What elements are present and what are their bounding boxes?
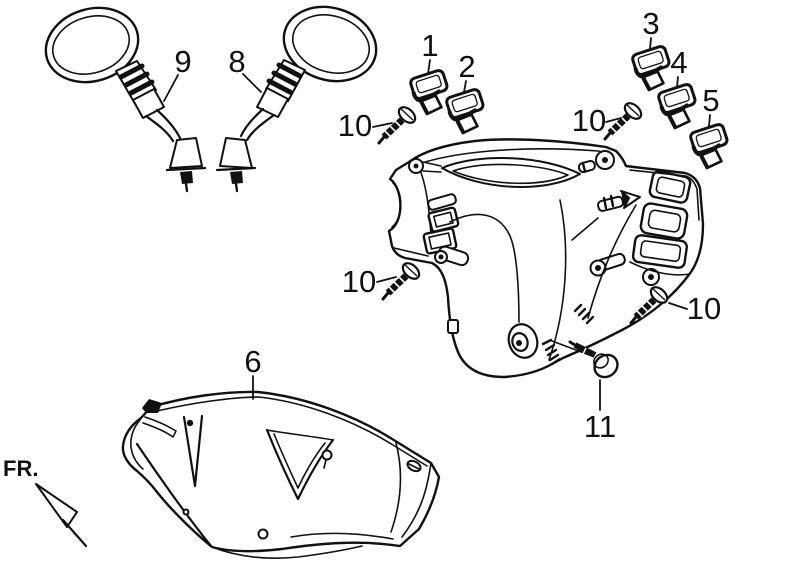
vent-groove-left bbox=[182, 414, 204, 488]
clip bbox=[427, 193, 457, 211]
screw-10-top-right bbox=[605, 100, 644, 139]
boss-cylinder bbox=[434, 245, 470, 267]
mirror-right-glass bbox=[292, 14, 370, 74]
ignition-hole bbox=[507, 323, 539, 359]
callout-label-10-mid-right: 10 bbox=[687, 291, 721, 326]
switch-button-5 bbox=[687, 121, 736, 172]
leader-lines bbox=[163, 37, 711, 411]
switch-hole-3 bbox=[631, 234, 688, 269]
screw-hole bbox=[257, 528, 269, 540]
callout-label-5: 5 bbox=[702, 83, 719, 118]
screw-hole bbox=[321, 449, 333, 461]
edge-tab bbox=[447, 319, 459, 334]
switch-button-1 bbox=[407, 67, 456, 118]
switch-button-4 bbox=[655, 81, 704, 132]
switch-hole-2 bbox=[639, 202, 689, 240]
switch-hole-1 bbox=[648, 170, 692, 204]
switch-button-3 bbox=[629, 43, 678, 94]
callout-label-9: 9 bbox=[174, 44, 191, 79]
callout-label-1: 1 bbox=[421, 28, 438, 63]
callout-label-6: 6 bbox=[244, 344, 261, 379]
callout-label-4: 4 bbox=[670, 45, 687, 80]
callout-label-8: 8 bbox=[228, 44, 245, 79]
mirror-left bbox=[44, 6, 207, 193]
callout-label-10-top-right: 10 bbox=[572, 103, 606, 138]
rear-handlebar-cover bbox=[121, 390, 441, 559]
callout-label-2: 2 bbox=[458, 49, 475, 84]
callout-label-11: 11 bbox=[584, 409, 616, 444]
screw-11-flat bbox=[568, 340, 619, 379]
front-direction-arrow bbox=[35, 483, 88, 548]
edge-hatching bbox=[541, 303, 595, 366]
callout-label-10-mid-left: 10 bbox=[342, 264, 376, 299]
mirror-left-glass bbox=[52, 15, 130, 75]
switch-button-2 bbox=[443, 86, 492, 137]
front-handlebar-cover bbox=[387, 138, 705, 379]
callout-label-3: 3 bbox=[642, 6, 659, 41]
mirror-left-base bbox=[169, 137, 203, 169]
mirror-right-base bbox=[219, 137, 253, 169]
callout-label-10-top-left: 10 bbox=[338, 108, 372, 143]
front-marker-label: FR. bbox=[3, 456, 38, 481]
mirror-right bbox=[215, 5, 378, 193]
flag-bolt bbox=[596, 190, 641, 212]
